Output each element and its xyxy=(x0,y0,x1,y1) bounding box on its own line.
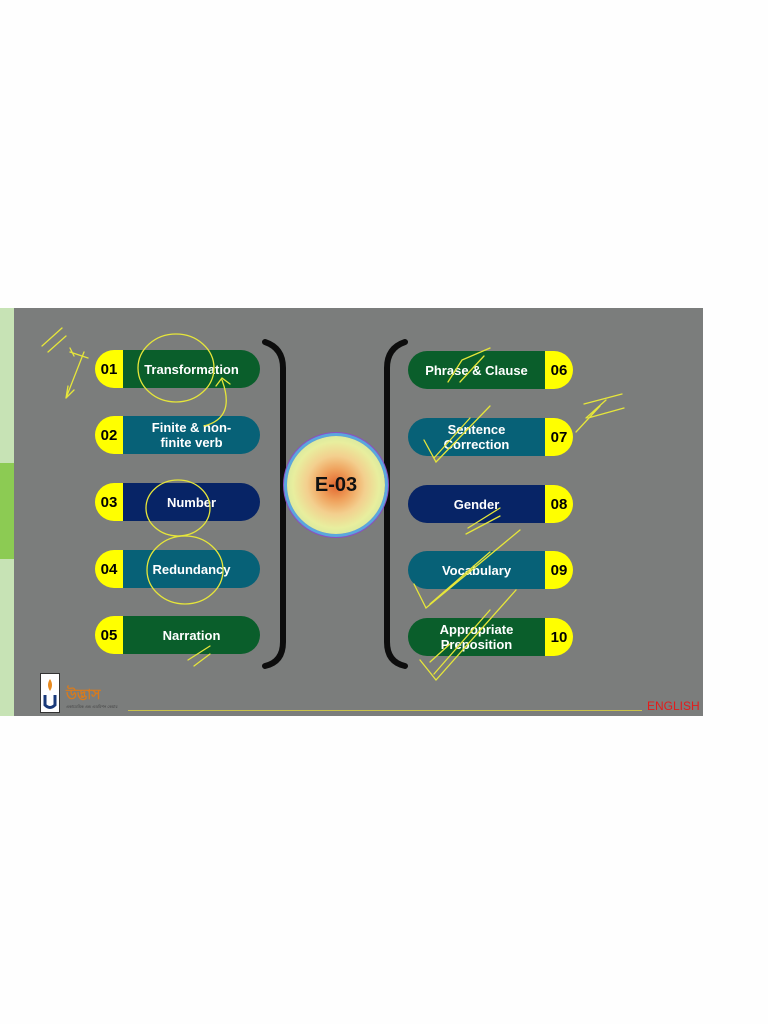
annotation-circle-redundancy xyxy=(146,535,224,605)
handwritten-annotations xyxy=(41,327,625,682)
slide: 01 Transformation 02 Finite & non-finite… xyxy=(0,308,703,716)
topic-item-01[interactable]: 01 Transformation xyxy=(95,350,260,388)
logo-subtitle: একাডেমিক এন্ড এডমিশন কেয়ার xyxy=(66,704,118,709)
annotation-circle-transformation xyxy=(137,333,215,403)
annotation-tick-phrase xyxy=(447,347,491,383)
annotation-marks-gender xyxy=(465,507,501,535)
logo-icon xyxy=(40,673,60,713)
topic-label: Redundancy xyxy=(123,550,260,588)
topic-label: Vocabulary xyxy=(408,551,545,589)
annotation-marks-narration xyxy=(187,645,211,667)
annotation-tick-preposition xyxy=(419,589,517,682)
annotation-arrow-transformation xyxy=(203,377,231,427)
topic-number: 03 xyxy=(95,483,123,521)
topic-item-07[interactable]: Sentence Correction 07 xyxy=(408,418,573,456)
topic-number: 10 xyxy=(545,618,573,656)
left-bracket xyxy=(262,339,286,669)
footer-label: ENGLISH xyxy=(647,699,700,713)
center-label: E-03 xyxy=(314,473,358,496)
topic-label: Finite & non-finite verb xyxy=(123,416,260,454)
topic-item-09[interactable]: Vocabulary 09 xyxy=(408,551,573,589)
topic-number: 05 xyxy=(95,616,123,654)
topic-label: Appropriate Preposition xyxy=(408,618,545,656)
logo-text: উদ্ভাস xyxy=(66,686,101,702)
topic-label: Narration xyxy=(123,616,260,654)
topic-item-02[interactable]: 02 Finite & non-finite verb xyxy=(95,416,260,454)
annotation-circle-number xyxy=(145,479,211,537)
topic-item-04[interactable]: 04 Redundancy xyxy=(95,550,260,588)
bracket-graphics xyxy=(262,339,408,669)
topic-label: Transformation xyxy=(123,350,260,388)
topic-item-06[interactable]: Phrase & Clause 06 xyxy=(408,351,573,389)
side-strip-accent xyxy=(0,463,14,559)
center-badge: E-03 xyxy=(287,436,385,534)
annotation-marks-topleft xyxy=(41,327,89,399)
topic-item-08[interactable]: Gender 08 xyxy=(408,485,573,523)
topic-item-05[interactable]: 05 Narration xyxy=(95,616,260,654)
topic-label: Gender xyxy=(408,485,545,523)
right-bracket xyxy=(384,339,408,669)
topic-item-10[interactable]: Appropriate Preposition 10 xyxy=(408,618,573,656)
footer-divider xyxy=(128,710,642,711)
annotation-hash xyxy=(575,393,625,433)
side-strip xyxy=(0,308,14,716)
annotation-tick-vocabulary xyxy=(413,529,521,610)
topic-number: 04 xyxy=(95,550,123,588)
topic-item-03[interactable]: 03 Number xyxy=(95,483,260,521)
topic-number: 01 xyxy=(95,350,123,388)
annotation-tick-sentence xyxy=(423,405,491,464)
topic-label: Phrase & Clause xyxy=(408,351,545,389)
topic-label: Number xyxy=(123,483,260,521)
topic-label: Sentence Correction xyxy=(408,418,545,456)
topic-number: 02 xyxy=(95,416,123,454)
